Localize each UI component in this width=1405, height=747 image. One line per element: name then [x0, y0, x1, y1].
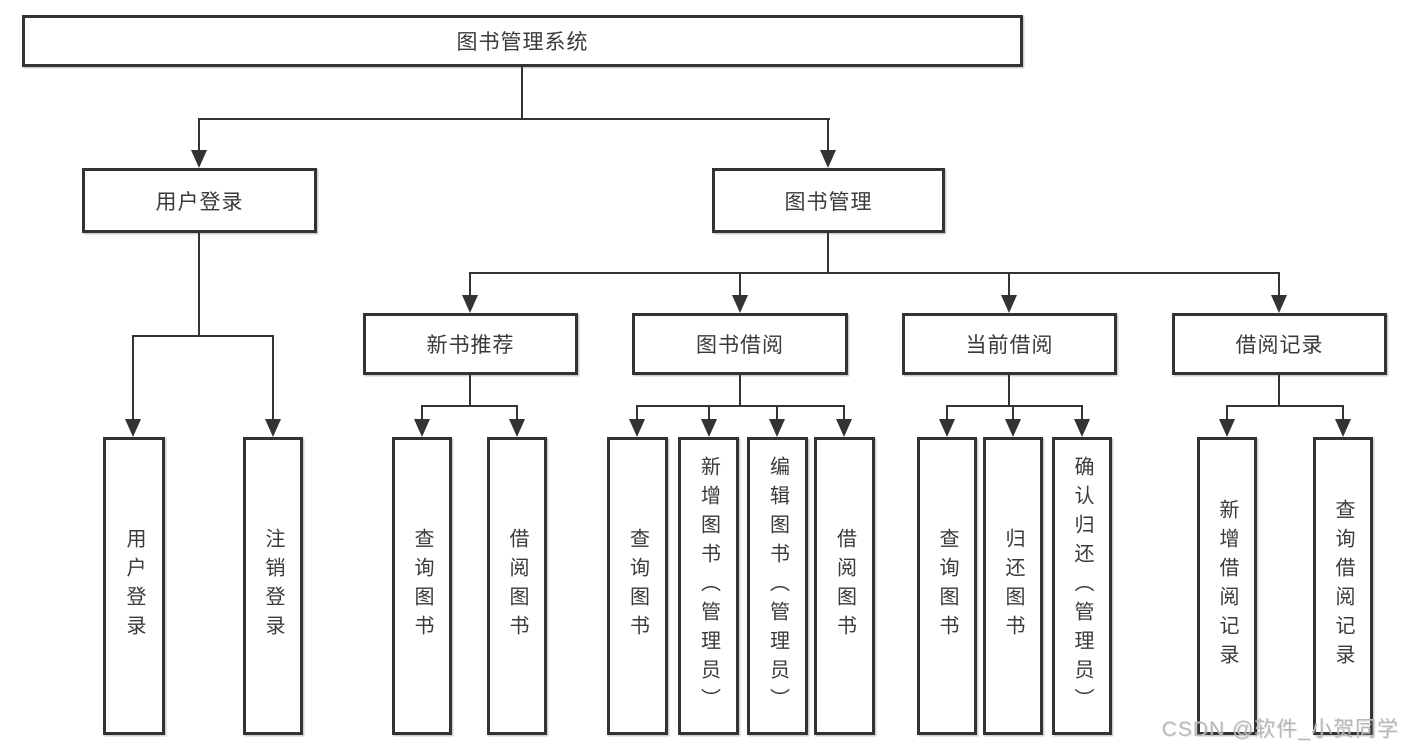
leaf-label: 编辑图书（管理员） — [766, 455, 789, 717]
node-label: 图书借阅 — [696, 334, 784, 357]
leaf-query-borrow-record: 查询借阅记录 — [1313, 437, 1373, 735]
connector-line — [469, 272, 471, 298]
arrow-down — [1005, 419, 1021, 437]
connector-line — [272, 335, 274, 421]
connector-line — [1008, 375, 1010, 407]
arrow-down — [820, 150, 836, 168]
leaf-logout: 注销登录 — [243, 437, 303, 735]
connector-line — [946, 405, 1083, 407]
connector-line — [946, 405, 948, 421]
connector-line — [739, 272, 741, 298]
connector-line — [776, 405, 778, 421]
node-book-borrow: 图书借阅 — [632, 313, 848, 375]
connector-line — [827, 118, 829, 152]
node-book-management: 图书管理 — [712, 168, 945, 233]
leaf-return-books: 归还图书 — [983, 437, 1043, 735]
arrow-down — [1001, 295, 1017, 313]
connector-line — [827, 233, 829, 274]
leaf-label: 注销登录 — [262, 528, 284, 644]
connector-line — [198, 118, 200, 152]
arrow-down — [265, 419, 281, 437]
connector-line — [636, 405, 845, 407]
arrow-down — [732, 295, 748, 313]
leaf-label: 查询图书 — [411, 528, 433, 644]
connector-line — [1012, 405, 1014, 421]
connector-line — [421, 405, 518, 407]
leaf-query-books-borrow: 查询图书 — [607, 437, 668, 735]
leaf-borrow-books: 借阅图书 — [814, 437, 875, 735]
leaf-edit-books-admin: 编辑图书（管理员） — [747, 437, 808, 735]
leaf-label: 查询借阅记录 — [1332, 499, 1354, 673]
connector-line — [636, 405, 638, 421]
node-label: 新书推荐 — [426, 334, 515, 357]
arrow-down — [125, 419, 141, 437]
leaf-label: 借阅图书 — [833, 528, 856, 644]
leaf-label: 新增图书（管理员） — [697, 455, 720, 717]
connector-line — [469, 375, 471, 407]
leaf-label: 用户登录 — [123, 528, 145, 644]
leaf-add-borrow-record: 新增借阅记录 — [1197, 437, 1257, 735]
connector-line — [1226, 405, 1344, 407]
connector-line — [1278, 272, 1280, 298]
arrow-down — [414, 419, 430, 437]
arrow-down — [769, 419, 785, 437]
connector-line — [1342, 405, 1344, 421]
connector-line — [1081, 405, 1083, 421]
connector-line — [1008, 272, 1010, 298]
leaf-label: 查询图书 — [936, 528, 958, 644]
node-label: 用户登录 — [155, 190, 244, 214]
connector-line — [739, 375, 741, 407]
arrow-down — [1335, 419, 1351, 437]
connector-line — [469, 272, 1280, 274]
arrow-down — [1074, 419, 1090, 437]
connector-line — [132, 335, 274, 337]
leaf-label: 借阅图书 — [506, 528, 528, 644]
arrow-down — [939, 419, 955, 437]
node-user-login: 用户登录 — [82, 168, 317, 233]
arrow-down — [1271, 295, 1287, 313]
connector-line — [198, 118, 830, 120]
leaf-confirm-return-admin: 确认归还（管理员） — [1052, 437, 1112, 735]
connector-line — [521, 67, 523, 120]
node-label: 图书管理 — [784, 190, 873, 214]
arrow-down — [836, 419, 852, 437]
connector-line — [1226, 405, 1228, 421]
watermark-text: CSDN @软件_小贺同学 — [1161, 718, 1399, 741]
node-label: 当前借阅 — [965, 334, 1054, 357]
leaf-label: 确认归还（管理员） — [1071, 455, 1093, 717]
connector-line — [198, 233, 200, 337]
node-new-book-recommend: 新书推荐 — [363, 313, 578, 375]
arrow-down — [1219, 419, 1235, 437]
leaf-label: 查询图书 — [626, 528, 649, 644]
leaf-user-login: 用户登录 — [103, 437, 165, 735]
node-label: 借阅记录 — [1235, 334, 1324, 357]
arrow-down — [701, 419, 717, 437]
node-current-borrow: 当前借阅 — [902, 313, 1117, 375]
leaf-label: 新增借阅记录 — [1216, 499, 1238, 673]
node-borrow-records: 借阅记录 — [1172, 313, 1387, 375]
leaf-add-books-admin: 新增图书（管理员） — [678, 437, 739, 735]
leaf-borrow-books-recommend: 借阅图书 — [487, 437, 547, 735]
connector-line — [843, 405, 845, 421]
connector-line — [516, 405, 518, 421]
connector-line — [132, 335, 134, 421]
leaf-query-books-current: 查询图书 — [917, 437, 977, 735]
connector-line — [1278, 375, 1280, 407]
arrow-down — [629, 419, 645, 437]
leaf-label: 归还图书 — [1002, 528, 1024, 644]
connector-line — [421, 405, 423, 421]
node-label: 图书管理系统 — [456, 31, 589, 54]
node-library-management-system: 图书管理系统 — [22, 15, 1023, 67]
arrow-down — [191, 150, 207, 168]
arrow-down — [509, 419, 525, 437]
arrow-down — [462, 295, 478, 313]
connector-line — [708, 405, 710, 421]
leaf-query-books-recommend: 查询图书 — [392, 437, 452, 735]
